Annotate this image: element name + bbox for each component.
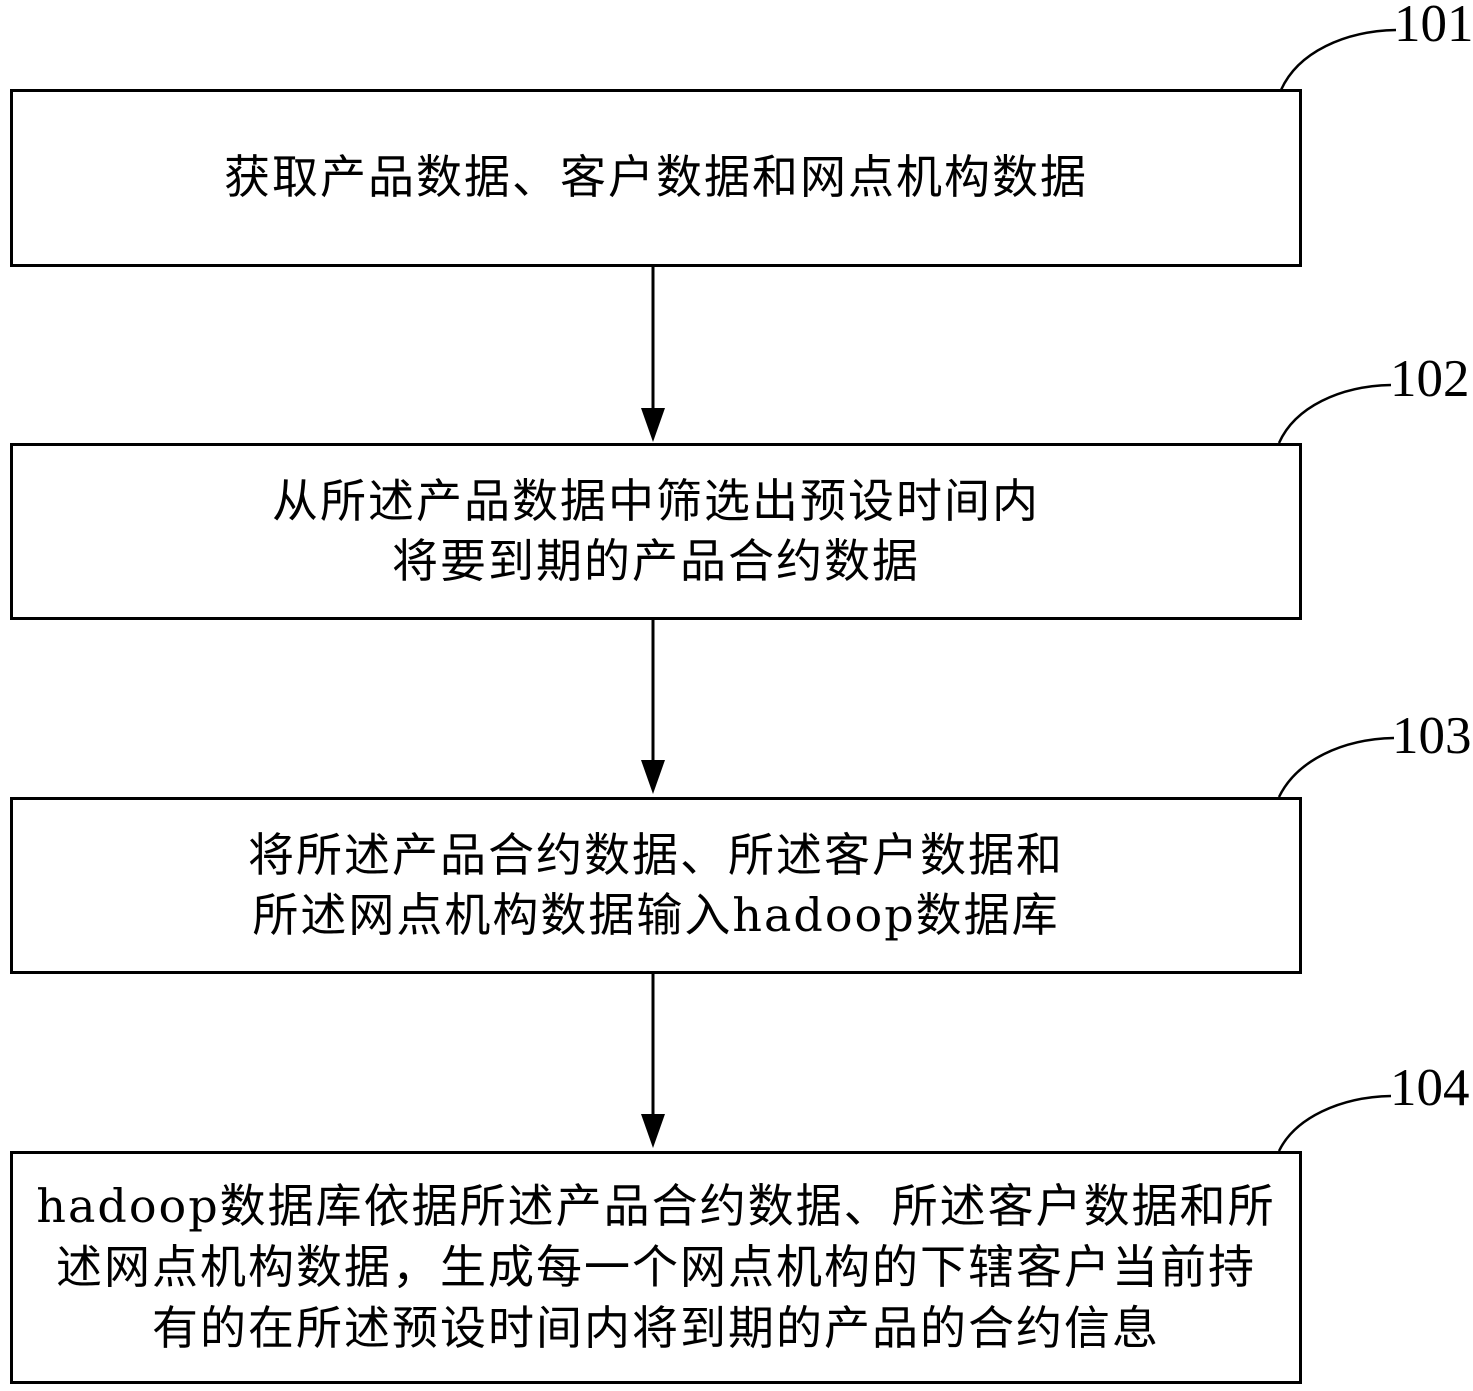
ref-label-103: 103: [1392, 707, 1472, 765]
step-101-line-1: 获取产品数据、客户数据和网点机构数据: [224, 150, 1088, 205]
ref-label-104: 104: [1390, 1059, 1470, 1117]
flow-step-102: 从所述产品数据中筛选出预设时间内 将要到期的产品合约数据: [10, 443, 1302, 620]
leader-line-101: [1279, 28, 1397, 91]
step-103-line-1: 将所述产品合约数据、所述客户数据和: [248, 827, 1064, 882]
step-103-line-2: 所述网点机构数据输入hadoop数据库: [252, 887, 1060, 942]
ref-label-102: 102: [1390, 350, 1470, 408]
step-104-line-2: 述网点机构数据，生成每一个网点机构的下辖客户当前持: [56, 1239, 1256, 1294]
flow-step-104: hadoop数据库依据所述产品合约数据、所述客户数据和所 述网点机构数据，生成每…: [10, 1151, 1302, 1384]
flow-step-103: 将所述产品合约数据、所述客户数据和 所述网点机构数据输入hadoop数据库: [10, 797, 1302, 974]
step-102-line-2: 将要到期的产品合约数据: [392, 533, 920, 588]
flow-step-101: 获取产品数据、客户数据和网点机构数据: [10, 89, 1302, 267]
arrow-down-3-icon: [641, 974, 665, 1148]
leader-line-103: [1277, 736, 1395, 798]
step-104-line-1: hadoop数据库依据所述产品合约数据、所述客户数据和所: [36, 1178, 1276, 1233]
arrow-down-1-icon: [641, 267, 665, 442]
arrow-down-2-icon: [641, 620, 665, 794]
step-104-line-3: 有的在所述预设时间内将到期的产品的合约信息: [152, 1301, 1160, 1356]
leader-line-102: [1277, 383, 1392, 444]
ref-label-101: 101: [1394, 0, 1473, 53]
leader-line-104: [1277, 1094, 1392, 1152]
step-102-line-1: 从所述产品数据中筛选出预设时间内: [272, 473, 1040, 528]
